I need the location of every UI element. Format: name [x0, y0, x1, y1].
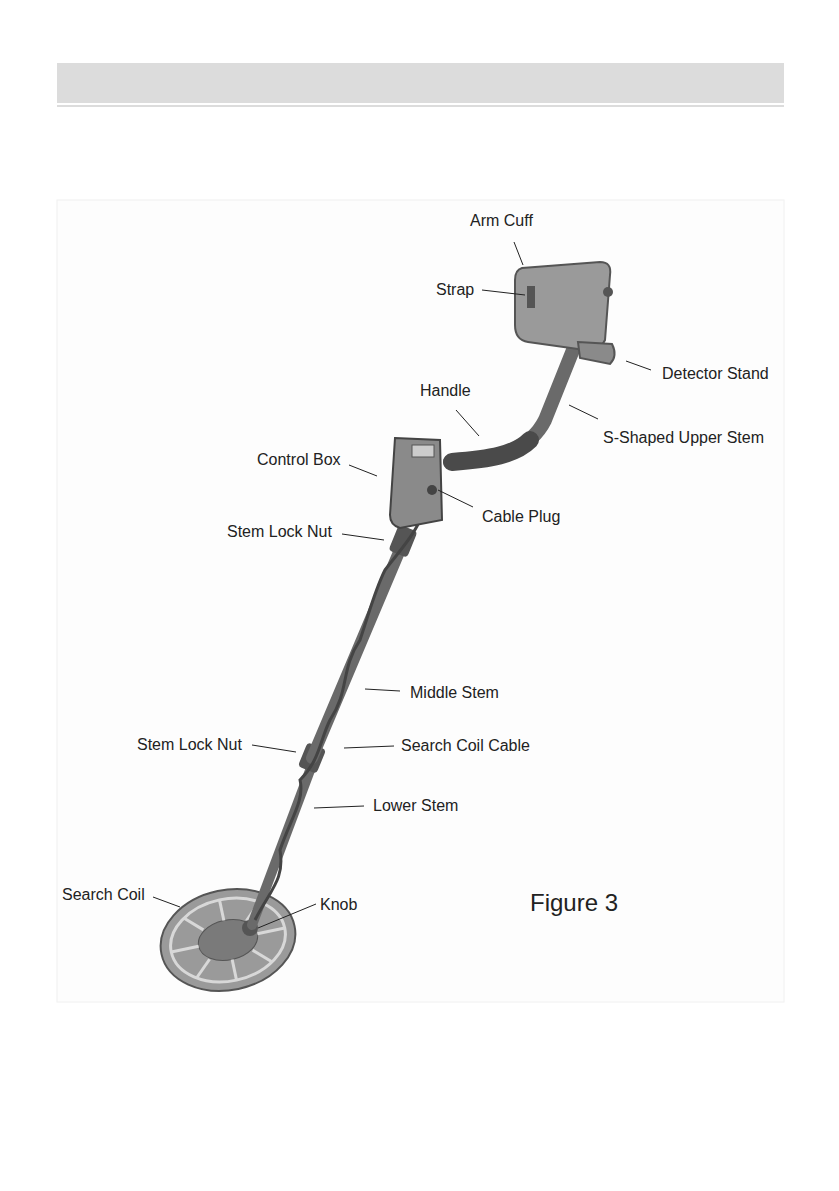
figure-panel: [57, 200, 784, 1002]
part-label: Search Coil Cable: [401, 737, 530, 754]
stem-lock-nut: [388, 524, 417, 557]
part-label: Cable Plug: [482, 508, 560, 525]
header-bar: [57, 63, 784, 103]
cuff-screw: [603, 287, 613, 297]
part-label-box: Search Coil Cable: [401, 737, 530, 755]
part-label-box: Middle Stem: [410, 684, 499, 702]
detector-stand: [578, 342, 615, 364]
part-label: Detector Stand: [662, 365, 769, 382]
handle: [452, 440, 530, 462]
part-label: S-Shaped Upper Stem: [603, 429, 764, 446]
arm-cuff: [515, 262, 610, 350]
header-rule: [57, 105, 784, 107]
cable-plug: [427, 485, 437, 495]
part-label-box: Lower Stem: [373, 797, 458, 815]
figure-caption: Figure 3: [530, 889, 618, 916]
search-coil: [151, 877, 305, 1003]
part-label-box: Detector Stand: [662, 365, 769, 383]
search-coil-cable: [255, 505, 425, 920]
part-label-box: Stem Lock Nut: [227, 523, 332, 541]
control-box: [390, 438, 442, 528]
control-panel: [412, 445, 434, 457]
part-label-box: Search Coil: [62, 886, 145, 904]
part-label: Arm Cuff: [470, 212, 533, 229]
part-label-box: Cable Plug: [482, 508, 560, 526]
caption-box: Figure 3: [530, 889, 618, 917]
part-label-box: Stem Lock Nut: [137, 736, 242, 754]
part-label-box: Handle: [420, 382, 471, 400]
part-label: Stem Lock Nut: [137, 736, 242, 753]
part-label: Search Coil: [62, 886, 145, 903]
part-label-box: Control Box: [257, 451, 341, 469]
part-label-box: S-Shaped Upper Stem: [603, 429, 764, 447]
part-label: Lower Stem: [373, 797, 458, 814]
part-label-box: Arm Cuff: [470, 212, 533, 230]
part-label: Knob: [320, 896, 357, 913]
part-label-box: Strap: [436, 281, 474, 299]
strap: [527, 286, 535, 308]
part-label-box: Knob: [320, 896, 357, 914]
part-label: Stem Lock Nut: [227, 523, 332, 540]
part-label: Handle: [420, 382, 471, 399]
leader-lines: [153, 242, 651, 928]
part-label: Strap: [436, 281, 474, 298]
part-label: Control Box: [257, 451, 341, 468]
middle-stem: [312, 545, 402, 758]
part-label: Middle Stem: [410, 684, 499, 701]
